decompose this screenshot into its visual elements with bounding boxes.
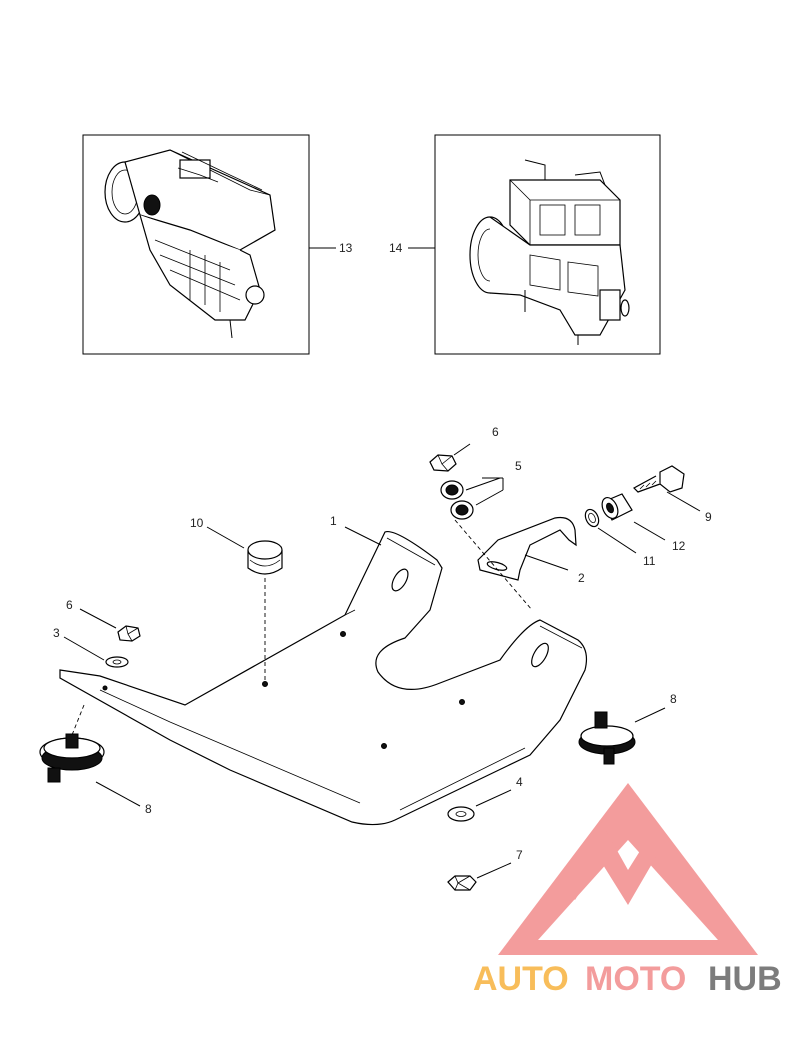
engine-inset-13: 13: [82, 134, 353, 355]
nut-part-7: 7: [447, 848, 523, 891]
leader-3: [63, 636, 105, 661]
leader-1: [344, 526, 382, 546]
plate-slot-left: [391, 568, 409, 592]
callout-9: 9: [705, 510, 712, 524]
callout-1: 1: [330, 514, 337, 528]
logo-text-moto: MOTO: [585, 960, 686, 998]
spacer-part-12: 12: [601, 493, 686, 553]
callout-14: 14: [389, 241, 403, 255]
leader-11: [597, 527, 637, 554]
washer-part-4: 4: [447, 775, 523, 822]
plate-hole: [262, 681, 268, 687]
leader-8-right: [634, 707, 666, 723]
logo-text-auto: AUTO: [473, 960, 569, 998]
leader-12: [633, 521, 666, 541]
plate-slot-right: [531, 642, 549, 668]
inset-frame-14: [434, 134, 661, 355]
plate-hole: [340, 631, 346, 637]
plate-hole: [459, 699, 465, 705]
callout-6-left: 6: [66, 598, 73, 612]
callout-5: 5: [515, 459, 522, 473]
washer-part-3: 3: [53, 626, 129, 668]
callout-7: 7: [516, 848, 523, 862]
leader-5b: [475, 489, 504, 506]
spacer-part-10: 10: [190, 516, 283, 680]
rubber-mount-part-8-right: 8: [578, 692, 677, 765]
plate-outline: [59, 530, 588, 826]
axis-line-5: [454, 519, 533, 611]
bracket-part-2: 2: [477, 516, 585, 585]
inset-frame-13: [82, 134, 310, 355]
callout-4: 4: [516, 775, 523, 789]
callout-3: 3: [53, 626, 60, 640]
callout-2: 2: [578, 571, 585, 585]
engine-inset-14: 14: [389, 134, 661, 355]
axis-line-8-left: [71, 704, 85, 736]
leader-5a: [465, 477, 501, 491]
plate-hole: [102, 685, 108, 691]
plate-hole: [381, 743, 387, 749]
callout-12: 12: [672, 539, 686, 553]
callout-8-right: 8: [670, 692, 677, 706]
washer-part-11: 11: [584, 508, 656, 568]
nut-part-6-left: 6: [66, 598, 141, 642]
leader-2: [524, 554, 569, 571]
callout-13: 13: [339, 241, 353, 255]
engine-illustration-14: [469, 159, 630, 345]
leader-6-top: [453, 443, 471, 456]
leader-10: [206, 526, 245, 549]
leader-7: [476, 862, 512, 879]
nut-part-6-top: 6: [429, 425, 499, 472]
engine-illustration-13: [104, 149, 276, 339]
logo-text-hub: HUB: [708, 960, 782, 998]
leader-8-left: [95, 781, 141, 807]
callout-6-top: 6: [492, 425, 499, 439]
callout-10: 10: [190, 516, 204, 530]
callout-11: 11: [643, 554, 656, 568]
callout-8-left: 8: [145, 802, 152, 816]
rubber-mount-part-8-left: 8: [39, 704, 152, 816]
bolt-part-9: 9: [633, 465, 712, 524]
leader-6-left: [79, 608, 117, 629]
engine-mount-plate: 1: [59, 514, 588, 826]
automotohub-logo: AUTO MOTO HUB: [473, 783, 782, 998]
leader-9: [666, 491, 701, 512]
lock-washers-part-5: 5: [440, 459, 533, 611]
leader-4: [475, 789, 512, 807]
